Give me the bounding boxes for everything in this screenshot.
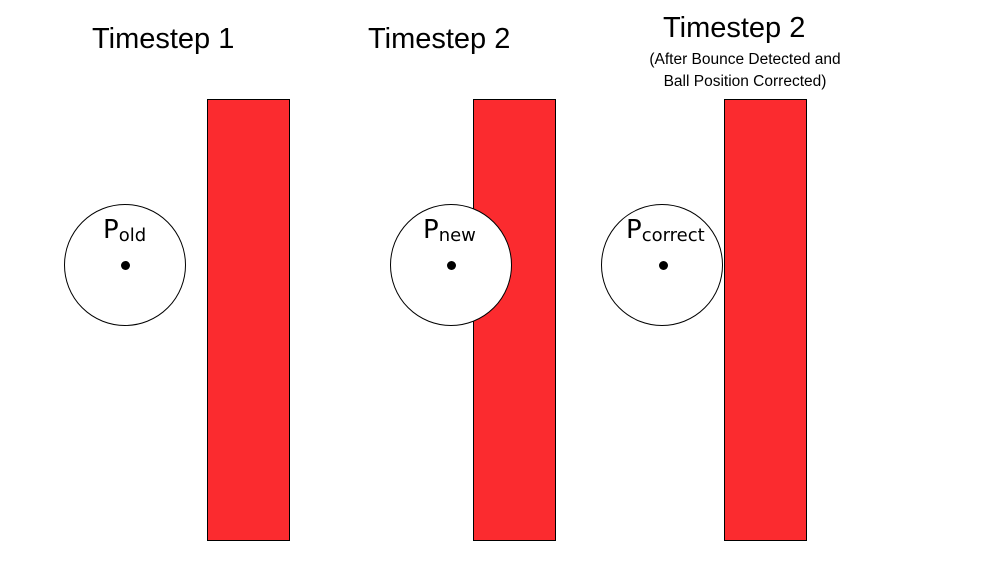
- panel-1-wall: [207, 99, 290, 541]
- panel-2-label-subscript: new: [438, 225, 476, 246]
- panel-3-ball-label: Pcorrect: [626, 215, 705, 246]
- panel-3-wall: [724, 99, 807, 541]
- panel-2-wall: [473, 99, 556, 541]
- panel-3-title: Timestep 2: [663, 12, 806, 44]
- panel-1-ball-center: [121, 261, 130, 270]
- panel-3-ball-center: [659, 261, 668, 270]
- panel-1-title: Timestep 1: [92, 23, 235, 55]
- panel-3-label-subscript: correct: [641, 225, 705, 246]
- panel-2-ball-label: Pnew: [423, 215, 476, 246]
- panel-1-label-letter: P: [103, 215, 119, 245]
- panel-3-label-letter: P: [626, 215, 642, 245]
- panel-3-subtitle-line-2: Ball Position Corrected): [663, 73, 827, 90]
- panel-2-label-letter: P: [423, 215, 439, 245]
- panel-2-title: Timestep 2: [368, 23, 511, 55]
- panel-1-ball-label: Pold: [103, 215, 147, 246]
- panel-1-label-subscript: old: [118, 225, 147, 246]
- panel-2-ball-center: [447, 261, 456, 270]
- panel-3-subtitle-line-1: (After Bounce Detected and: [649, 51, 841, 68]
